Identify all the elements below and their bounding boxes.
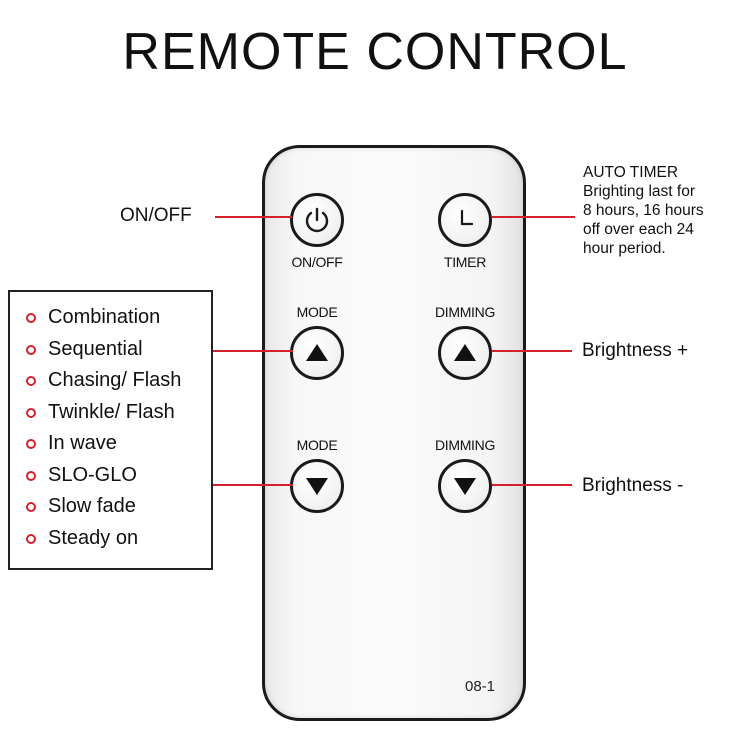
mode-label: In wave: [48, 432, 117, 454]
auto-timer-line: Brighting last for: [583, 183, 695, 200]
power-icon: [305, 207, 329, 233]
mode-list-item: Chasing/ Flash: [24, 367, 181, 399]
dimming-down-label: DIMMING: [434, 437, 496, 453]
mode-list-item: Combination: [24, 304, 181, 336]
brightness-minus-callout: Brightness -: [582, 475, 684, 496]
mode-list-item: Steady on: [24, 525, 181, 557]
clock-icon: [460, 209, 474, 226]
brightness-plus-callout: Brightness +: [582, 340, 689, 361]
mode-label: Twinkle/ Flash: [48, 400, 175, 423]
bullet-icon: [26, 376, 36, 386]
mode-label: Steady on: [48, 526, 139, 549]
dimming-down-button[interactable]: [438, 459, 492, 513]
bullet-icon: [26, 344, 36, 355]
dimming-up-button[interactable]: [438, 326, 492, 380]
triangle-up-icon: [306, 344, 328, 361]
bullet-icon: [26, 313, 36, 323]
timer-button-label: TIMER: [443, 254, 487, 270]
timer-leader-line: [492, 216, 575, 218]
mode-down-button[interactable]: [290, 459, 344, 513]
bullet-icon: [26, 407, 36, 418]
mode-label: Sequential: [48, 337, 143, 360]
auto-timer-line: 8 hours, 16 hours: [583, 202, 704, 219]
mode-list-item: SLO-GLO: [24, 462, 181, 494]
brightness-plus-leader-line: [492, 350, 572, 352]
mode-list-item: Slow fade: [24, 493, 181, 525]
brightness-minus-leader-line: [492, 484, 572, 486]
mode-list-item: In wave: [24, 430, 181, 462]
dimming-up-label: DIMMING: [434, 304, 496, 320]
mode-list-item: Sequential: [24, 336, 181, 368]
onoff-callout: ON/OFF: [120, 205, 192, 226]
mode-list-box: Combination Sequential Chasing/ Flash Tw…: [8, 290, 213, 570]
onoff-button-label: ON/OFF: [291, 254, 343, 270]
bullet-icon: [26, 470, 36, 481]
timer-button[interactable]: [438, 193, 492, 247]
mode-up-button[interactable]: [290, 326, 344, 380]
mode-down-leader-line: [213, 484, 293, 486]
triangle-up-icon: [454, 344, 476, 361]
model-number: 08-1: [465, 678, 496, 695]
mode-down-label: MODE: [296, 437, 338, 453]
bullet-icon: [26, 502, 36, 512]
mode-up-label: MODE: [296, 304, 338, 320]
auto-timer-note: AUTO TIMER Brighting last for 8 hours, 1…: [583, 163, 750, 258]
mode-label: Slow fade: [48, 495, 136, 517]
onoff-leader-line: [215, 216, 292, 218]
auto-timer-line: AUTO TIMER: [583, 164, 679, 181]
mode-label: Combination: [48, 306, 161, 328]
triangle-down-icon: [454, 478, 476, 495]
mode-label: Chasing/ Flash: [48, 369, 182, 391]
auto-timer-line: off over each 24: [583, 221, 694, 238]
triangle-down-icon: [306, 478, 328, 495]
mode-list: Combination Sequential Chasing/ Flash Tw…: [24, 304, 181, 556]
auto-timer-line: hour period.: [583, 240, 666, 257]
bullet-icon: [26, 533, 36, 544]
bullet-icon: [26, 439, 36, 449]
page-title: REMOTE CONTROL: [122, 23, 628, 81]
mode-up-leader-line: [213, 350, 293, 352]
power-button[interactable]: [290, 193, 344, 247]
mode-list-item: Twinkle/ Flash: [24, 399, 181, 431]
mode-label: SLO-GLO: [48, 463, 137, 486]
remote-control-body: ON/OFF TIMER MODE DIMMING MODE DIMMING: [262, 145, 526, 721]
